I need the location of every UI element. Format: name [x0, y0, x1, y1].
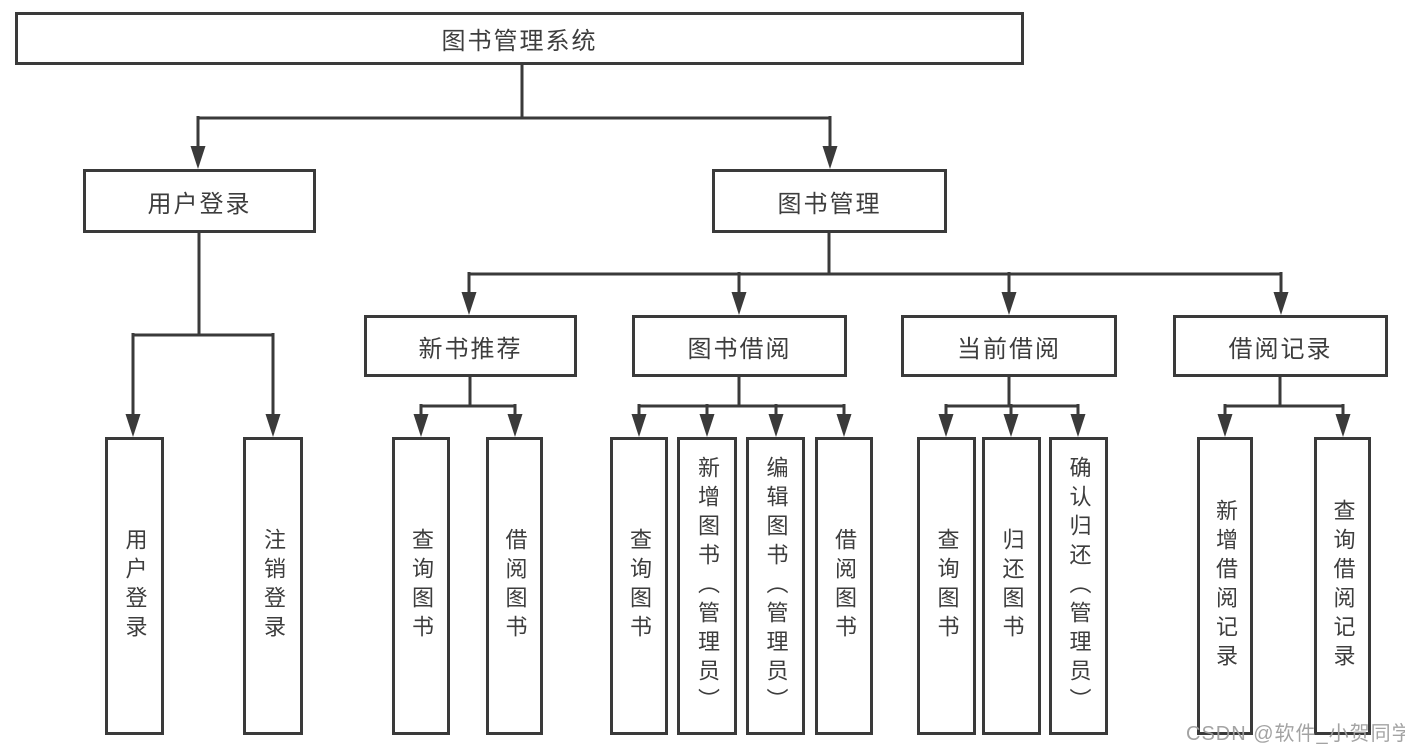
leaf-rec-add-borrow-record-label: 新增借阅记录	[1213, 499, 1238, 673]
connector-root-to-level2	[196, 64, 832, 152]
node-book-management-label: 图书管理	[777, 190, 882, 218]
node-borrowing-records-label: 借阅记录	[1228, 335, 1333, 363]
node-book-borrowing-label: 图书借阅	[687, 335, 792, 363]
node-user-login: 用户登录	[83, 169, 316, 233]
leaf-bb-add-books-admin-label: 新增图书（管理员）	[695, 455, 720, 717]
arrow-icon	[1003, 414, 1019, 437]
arrow-icon	[631, 414, 647, 437]
leaf-cb-query-books-label: 查询图书	[934, 528, 960, 644]
arrow-icon	[822, 146, 838, 169]
arrow-icon	[265, 414, 281, 437]
leaf-user-login: 用户登录	[105, 437, 164, 735]
arrow-icon	[1070, 414, 1086, 437]
root-node-library-management-system: 图书管理系统	[15, 12, 1024, 65]
arrow-icon	[768, 414, 784, 437]
node-book-borrowing: 图书借阅	[632, 315, 847, 377]
arrow-icon	[731, 292, 747, 315]
arrow-icon	[507, 414, 523, 437]
leaf-bb-query-books: 查询图书	[610, 437, 668, 735]
connector-new-books-to-leaves	[419, 375, 517, 420]
leaf-cb-query-books: 查询图书	[917, 437, 976, 735]
arrow-icon	[1335, 414, 1351, 437]
node-user-login-label: 用户登录	[147, 190, 252, 218]
node-borrowing-records: 借阅记录	[1173, 315, 1388, 377]
leaf-cb-return-books-label: 归还图书	[999, 528, 1025, 644]
arrow-icon	[836, 414, 852, 437]
node-new-book-recommendation: 新书推荐	[364, 315, 577, 377]
leaf-user-login-label: 用户登录	[122, 528, 148, 644]
node-new-book-recommendation-label: 新书推荐	[418, 335, 523, 363]
leaf-nb-borrow-books: 借阅图书	[486, 437, 543, 735]
leaf-bb-edit-books-admin-label: 编辑图书（管理员）	[763, 455, 789, 717]
connector-book-mgmt-to-level3	[467, 231, 1283, 298]
connector-book-borrow-to-leaves	[637, 375, 846, 420]
leaf-logout: 注销登录	[243, 437, 303, 735]
arrow-icon	[190, 146, 206, 169]
leaf-logout-label: 注销登录	[261, 528, 286, 644]
leaf-nb-query-books-label: 查询图书	[409, 528, 434, 644]
leaf-cb-confirm-return-admin: 确认归还（管理员）	[1049, 437, 1108, 735]
root-node-label: 图书管理系统	[441, 28, 598, 55]
arrow-icon	[1273, 292, 1289, 315]
leaf-nb-borrow-books-label: 借阅图书	[502, 528, 528, 644]
arrow-icon	[1217, 414, 1233, 437]
leaf-bb-add-books-admin: 新增图书（管理员）	[677, 437, 737, 735]
connector-current-borrow-to-leaves	[944, 375, 1080, 420]
leaf-rec-query-borrow-record-label: 查询借阅记录	[1330, 499, 1356, 673]
leaf-bb-borrow-books: 借阅图书	[815, 437, 873, 735]
leaf-bb-edit-books-admin: 编辑图书（管理员）	[746, 437, 805, 735]
leaf-nb-query-books: 查询图书	[392, 437, 450, 735]
leaf-rec-query-borrow-record: 查询借阅记录	[1314, 437, 1371, 735]
leaf-cb-confirm-return-admin-label: 确认归还（管理员）	[1066, 455, 1092, 717]
leaf-rec-add-borrow-record: 新增借阅记录	[1197, 437, 1253, 735]
leaf-bb-borrow-books-label: 借阅图书	[832, 528, 857, 644]
node-book-management: 图书管理	[712, 169, 947, 233]
arrowheads	[125, 146, 1351, 437]
arrow-icon	[938, 414, 954, 437]
arrow-icon	[699, 414, 715, 437]
leaf-bb-query-books-label: 查询图书	[627, 528, 652, 644]
leaf-cb-return-books: 归还图书	[982, 437, 1041, 735]
arrow-icon	[461, 292, 477, 315]
connector-records-to-leaves	[1223, 375, 1345, 420]
arrow-icon	[413, 414, 429, 437]
connector-user-login-to-leaves	[131, 231, 275, 420]
node-current-borrowing: 当前借阅	[901, 315, 1117, 377]
arrow-icon	[125, 414, 141, 437]
arrow-icon	[1001, 292, 1017, 315]
node-current-borrowing-label: 当前借阅	[957, 335, 1061, 363]
watermark: CSDN @软件_小贺同学	[1186, 723, 1405, 745]
